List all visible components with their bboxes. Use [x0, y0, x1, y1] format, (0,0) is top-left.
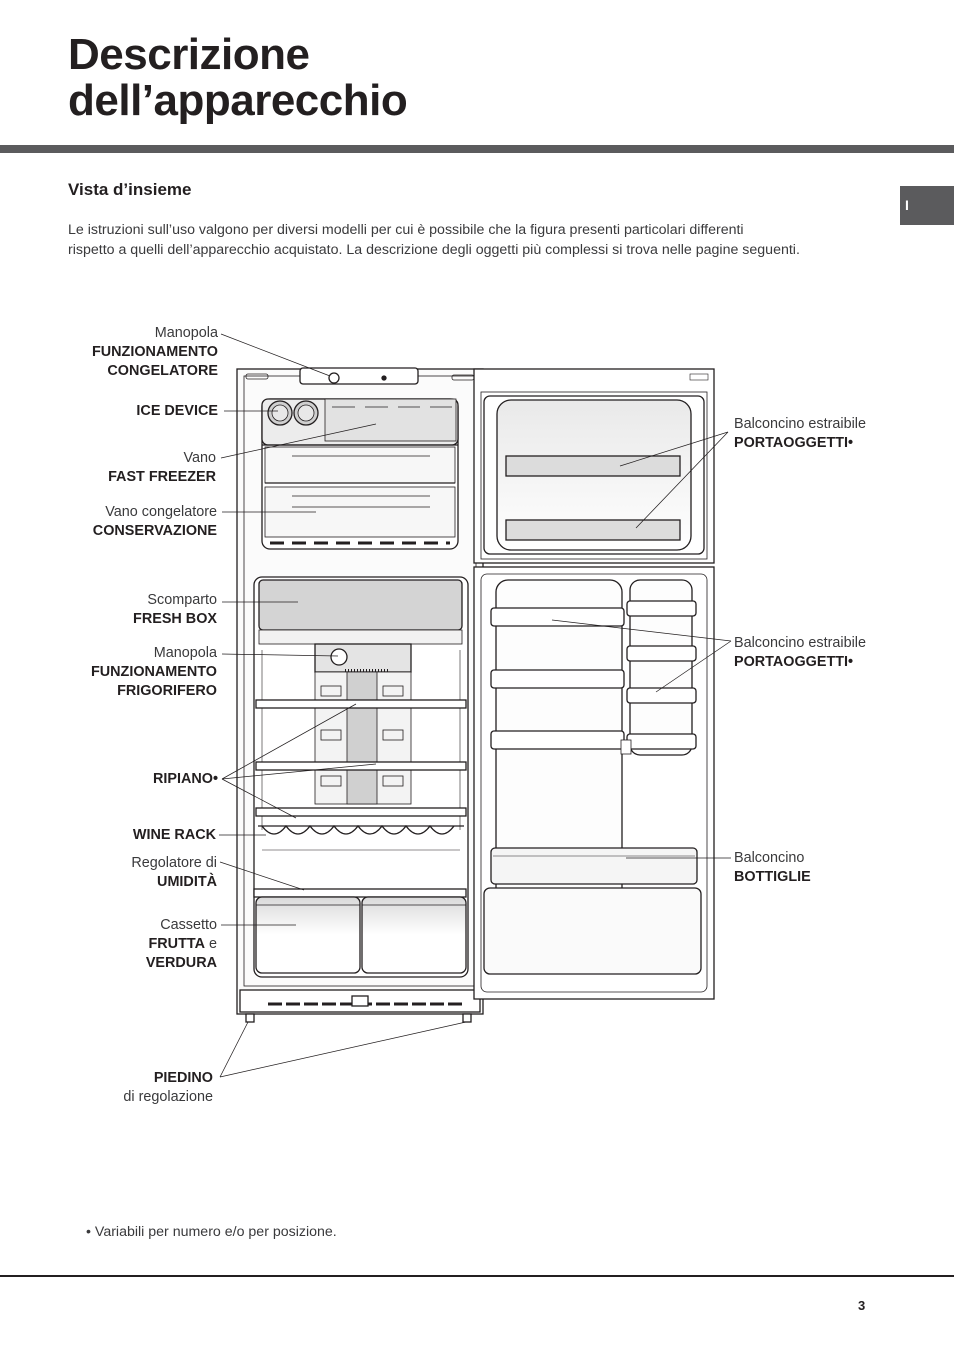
label-fast-freezer-line-2: FAST FREEZER — [108, 469, 216, 485]
intro-line-1: Le istruzioni sull’uso valgono per diver… — [68, 222, 744, 238]
header-rule — [0, 145, 954, 153]
label-crisper: Cassetto FRUTTA e VERDURA — [40, 916, 217, 973]
label-humidity-line-1: Regolatore di — [131, 855, 217, 871]
label-humidity-line-2: UMIDITÀ — [157, 874, 217, 890]
intro-line-2: rispetto a quelli dell’apparecchio acqui… — [68, 241, 800, 258]
page-title-line-1: Descrizione — [68, 30, 310, 79]
label-freezer-storage-line-2: CONSERVAZIONE — [92, 523, 217, 539]
leader-lines — [219, 333, 732, 1078]
label-fridge-knob-line-3: FRIGORIFERO — [117, 683, 217, 699]
label-crisper-line-2: FRUTTA e — [40, 935, 218, 954]
label-foot-line-2: di regolazione — [123, 1089, 213, 1105]
label-freezer-storage-line-1: Vano congelatore — [105, 504, 217, 520]
language-tab: I — [900, 186, 954, 225]
page-title: Descrizione dell’apparecchio — [68, 30, 408, 125]
label-crisper-line-2b: e — [204, 936, 217, 952]
label-fresh-box-line-1: Scomparto — [147, 592, 217, 608]
fridge-cabinet — [236, 367, 715, 1023]
label-fridge-door-shelf-line-2: PORTAOGGETTI• — [734, 654, 854, 670]
label-fresh-box-line-2: FRESH BOX — [133, 611, 217, 627]
label-freezer-door-shelf-line-1: Balconcino estraibile — [734, 416, 866, 432]
page-title-line-2: dell’apparecchio — [68, 76, 408, 125]
intro-paragraph: Le istruzioni sull’uso valgono per diver… — [68, 221, 888, 260]
label-freezer-door-shelf: Balconcino estraibile PORTAOGGETTI• — [734, 415, 944, 453]
label-fridge-knob-line-1: Manopola — [153, 645, 217, 661]
label-ice-device: ICE DEVICE — [40, 402, 218, 421]
label-crisper-line-3: VERDURA — [145, 955, 217, 971]
label-freezer-knob: Manopola FUNZIONAMENTO CONGELATORE — [40, 324, 218, 381]
label-freezer-knob-line-2: FUNZIONAMENTO — [91, 344, 218, 360]
footnote: • Variabili per numero e/o per posizione… — [86, 1224, 337, 1240]
label-bottle-shelf-line-1: Balconcino — [734, 850, 805, 866]
section-title: Vista d’insieme — [68, 180, 192, 199]
label-fridge-door-shelf-line-1: Balconcino estraibile — [734, 635, 866, 651]
page-number: 3 — [858, 1298, 866, 1313]
label-fridge-knob: Manopola FUNZIONAMENTO FRIGORIFERO — [40, 644, 217, 701]
label-fast-freezer-line-1: Vano — [183, 450, 216, 466]
label-fridge-knob-line-2: FUNZIONAMENTO — [90, 664, 217, 680]
label-crisper-line-1: Cassetto — [160, 917, 217, 933]
label-freezer-door-shelf-line-2: PORTAOGGETTI• — [734, 435, 854, 451]
label-fast-freezer: Vano FAST FREEZER — [40, 449, 216, 487]
label-shelf-line-1: RIPIANO• — [152, 771, 218, 787]
footer-rule — [0, 1275, 954, 1277]
label-freezer-storage: Vano congelatore CONSERVAZIONE — [40, 503, 217, 541]
label-shelf: RIPIANO• — [40, 770, 218, 789]
label-humidity: Regolatore di UMIDITÀ — [40, 854, 217, 892]
label-bottle-shelf: Balconcino BOTTIGLIE — [734, 849, 944, 887]
label-wine-rack: WINE RACK — [40, 826, 216, 845]
label-freezer-knob-line-1: Manopola — [154, 325, 218, 341]
label-freezer-knob-line-3: CONGELATORE — [107, 363, 218, 379]
label-foot: PIEDINO di regolazione — [40, 1069, 213, 1107]
label-fresh-box: Scomparto FRESH BOX — [40, 591, 217, 629]
label-fridge-door-shelf: Balconcino estraibile PORTAOGGETTI• — [734, 634, 944, 672]
label-foot-line-1: PIEDINO — [153, 1070, 213, 1086]
label-ice-device-line-1: ICE DEVICE — [136, 403, 218, 419]
label-bottle-shelf-line-2: BOTTIGLIE — [734, 869, 811, 885]
label-wine-rack-line-1: WINE RACK — [132, 827, 216, 843]
label-crisper-line-2a: FRUTTA — [148, 936, 205, 952]
